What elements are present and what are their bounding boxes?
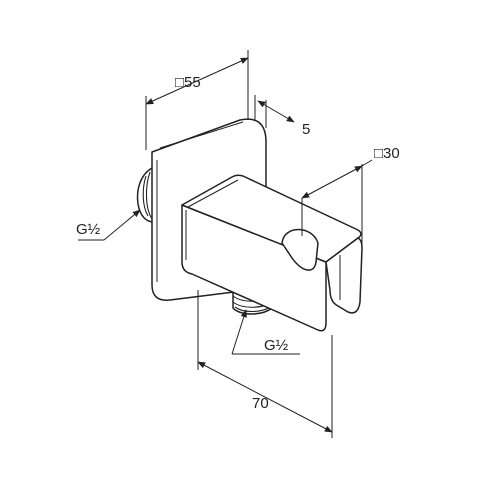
label-thread-back: G½	[76, 221, 101, 238]
dimension-plate-square: □55	[145, 50, 249, 150]
shower-holder-block	[181, 174, 363, 332]
label-thread-bottom: G½	[264, 337, 289, 354]
dimension-holder-square: □30	[301, 145, 400, 250]
leader-back-thread: G½	[76, 209, 141, 241]
dimension-label-plate-thickness: 5	[302, 121, 310, 138]
dimension-label-plate-square: □55	[175, 74, 201, 91]
dimension-plate-thickness: 5	[254, 95, 310, 138]
dimension-depth: 70	[197, 290, 333, 438]
dimension-label-holder-square: □30	[374, 145, 400, 162]
leader-bottom-thread: G½	[231, 309, 300, 355]
dimension-label-depth: 70	[252, 395, 269, 412]
